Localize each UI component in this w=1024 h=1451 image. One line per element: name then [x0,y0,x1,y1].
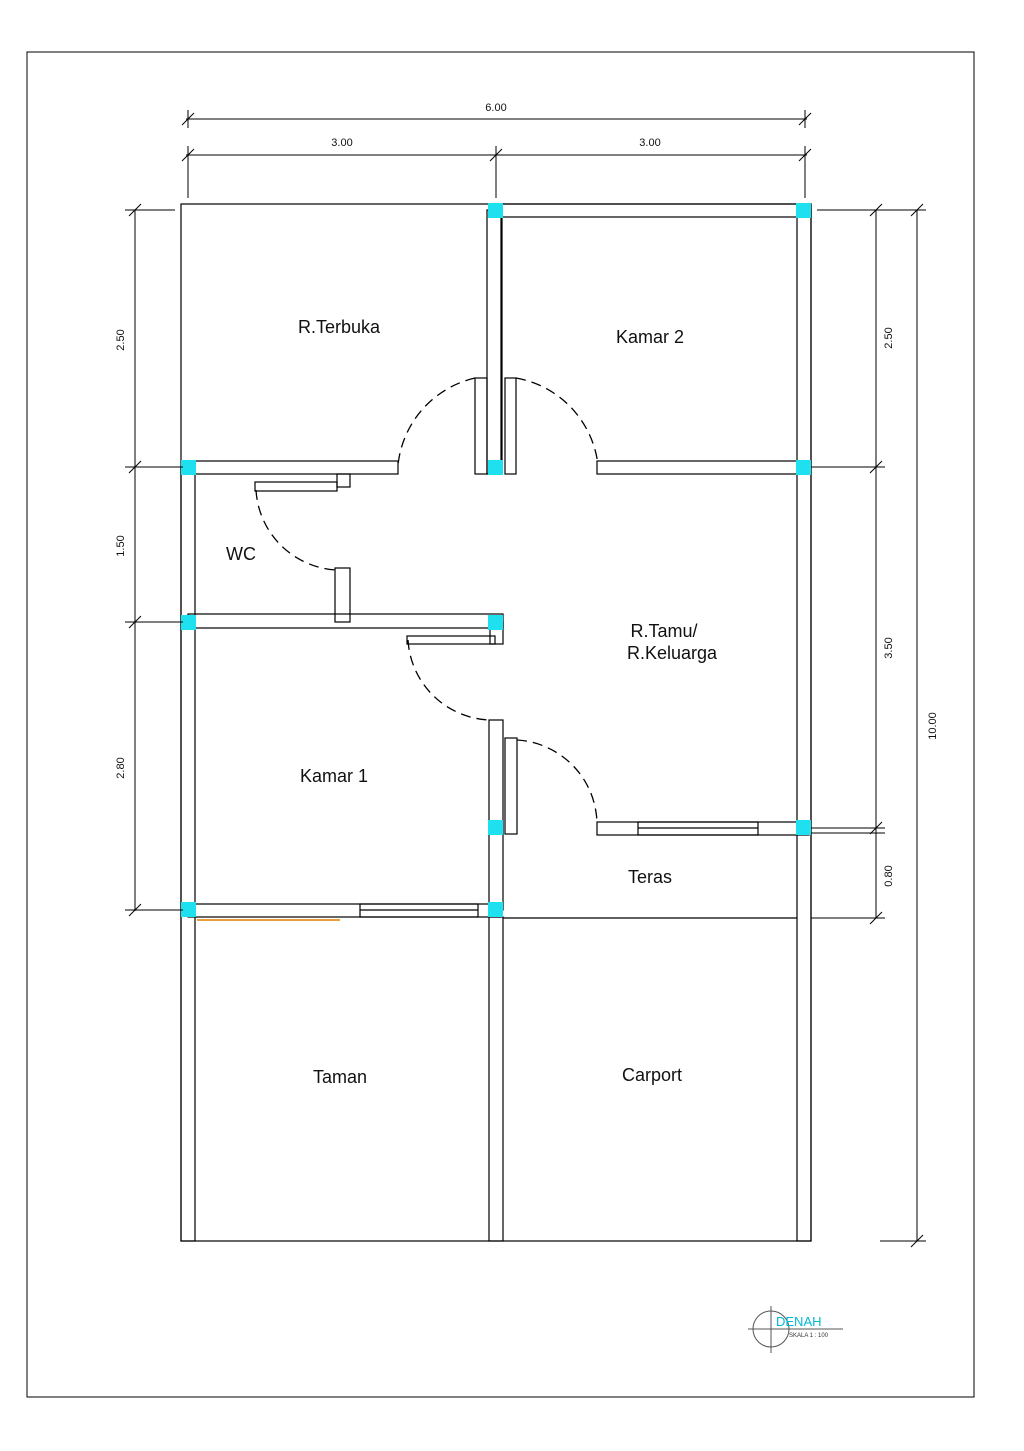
room-label-kamar1: Kamar 1 [300,766,368,786]
dim-left-3: 2.80 [115,757,127,778]
room-label-kamar2: Kamar 2 [616,327,684,347]
room-label-terbuka: R.Terbuka [298,317,381,337]
wall-h-622 [187,613,504,629]
column [181,902,196,917]
dim-right-2: 3.50 [883,637,895,658]
scale-text: SKALA 1 : 100 [789,1333,829,1339]
column [488,902,503,917]
column [796,203,811,218]
sheet-border [26,51,975,1398]
door-swing-teras [516,739,598,825]
door-jamb-left [474,377,488,475]
column [488,460,503,475]
outer-boundary [180,203,812,1242]
wc-stub-upper-v [336,473,351,488]
dim-right-1: 2.50 [883,327,895,348]
door-swing-kamar2 [515,377,599,466]
room-label-teras: Teras [628,867,672,887]
title-text: DENAH [776,1314,822,1329]
wall-right [796,209,812,1242]
room-label-wc: WC [226,544,256,564]
dim-right-3: 0.80 [883,865,895,886]
column [181,460,196,475]
wall-top-right [494,203,812,218]
dim-top-total: 6.00 [485,102,506,114]
wall-mid-upper [486,209,502,475]
column [488,820,503,835]
title-block: DENAH SKALA 1 : 100 [748,1306,843,1353]
column [796,460,811,475]
dim-top-left: 3.00 [331,137,352,149]
room-label-taman: Taman [313,1067,367,1087]
room-label-tamu-2: R.Keluarga [627,643,718,663]
door-stub-622 [406,635,496,645]
dim-top-right: 3.00 [639,137,660,149]
wall-mid-lower [488,719,504,911]
wc-stub-upper [254,481,338,492]
wc-wall-lower [334,567,351,623]
column [488,615,503,630]
columns [181,203,811,917]
wall-mid-bottom [488,916,504,1242]
walls [180,203,812,1242]
column [796,820,811,835]
door-jamb-lower [504,737,518,835]
wall-h-467-left [187,460,399,475]
wall-h-467-right [596,460,810,475]
room-label-tamu-1: R.Tamu/ [630,621,697,641]
door-swings [255,377,599,825]
column [488,203,503,218]
wall-left [180,466,196,1242]
dim-right-total: 10.00 [927,712,939,740]
door-jamb-right [504,377,517,475]
dim-left-1: 2.50 [115,329,127,350]
door-swing-kamar1 [407,639,491,721]
room-label-carport: Carport [622,1065,682,1085]
door-swing-wc [255,489,338,571]
dimension-lines [125,110,926,1248]
column [181,615,196,630]
dim-left-2: 1.50 [115,535,127,556]
door-swing-terbuka [397,377,476,466]
